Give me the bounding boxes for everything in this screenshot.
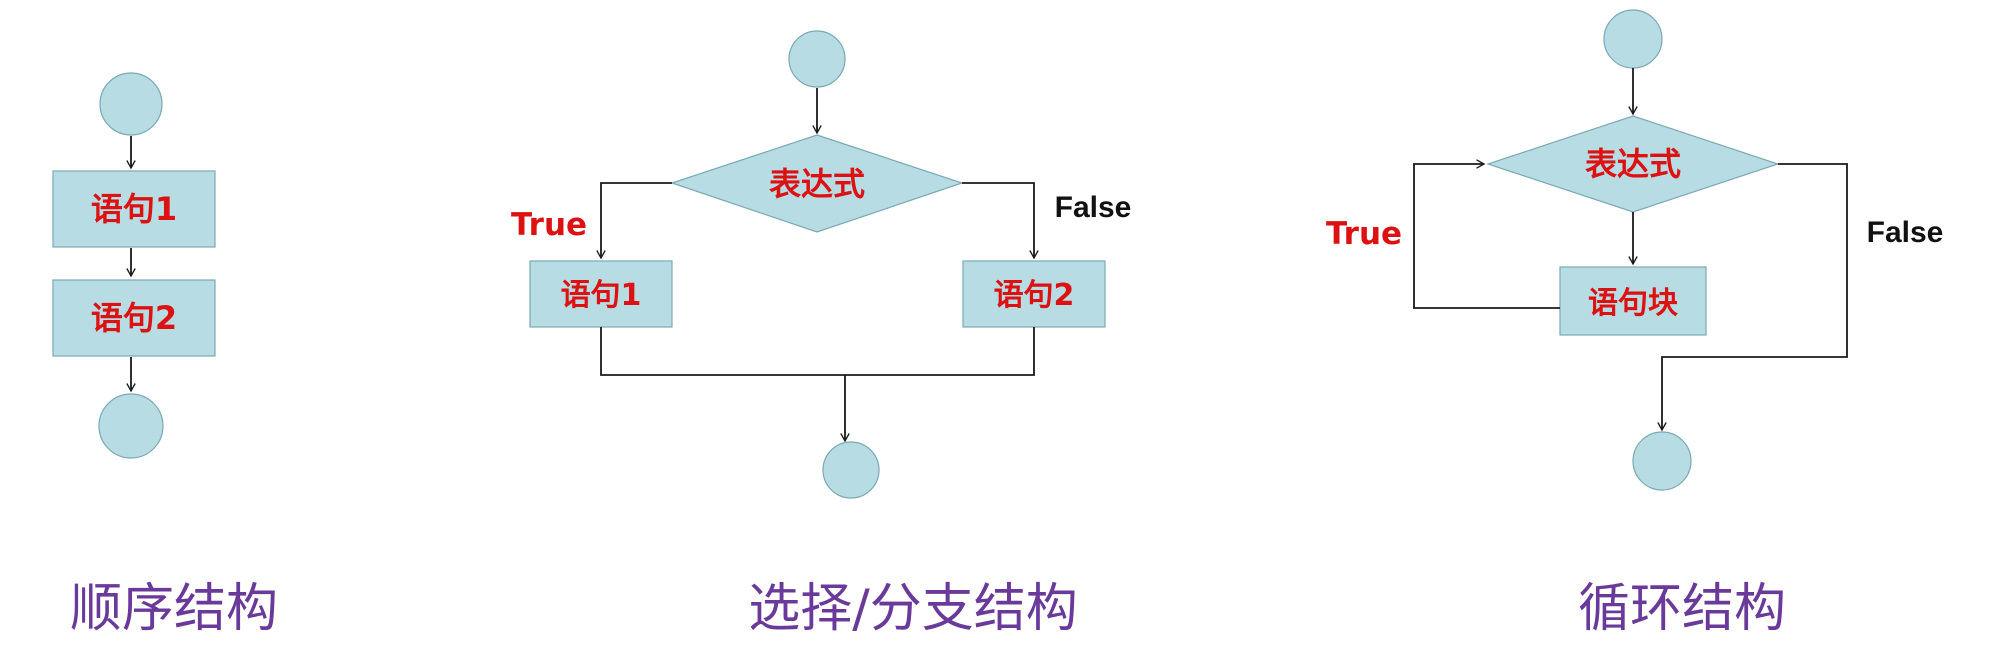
selection-merge-edge-right xyxy=(845,327,1035,376)
selection-caption: 选择/分支结构 xyxy=(748,579,1078,639)
loop-end-node xyxy=(1632,431,1692,491)
selection-true-label: True xyxy=(511,207,587,243)
selection-end-node xyxy=(822,441,880,499)
selection-merge-edge-left xyxy=(600,327,845,376)
selection-statement1-box xyxy=(529,260,673,328)
selection-false-edge xyxy=(962,182,1039,260)
loop-block-label: 语句块 xyxy=(1588,286,1678,321)
loop-false-exit-edge xyxy=(1657,163,1848,432)
loop-start-node xyxy=(1603,9,1663,69)
sequence-end-node xyxy=(98,393,164,459)
selection-true-edge xyxy=(596,182,672,260)
loop-block-box xyxy=(1559,266,1707,336)
selection-false-label: False xyxy=(1055,191,1132,224)
sequence-statement2-label: 语句2 xyxy=(91,299,177,337)
loop-true-back-edge xyxy=(1413,159,1560,309)
selection-diagram: 表达式 True False 语句1 语句2 选择/分支结构 xyxy=(511,30,1132,639)
selection-condition-diamond xyxy=(670,134,964,233)
selection-start-node xyxy=(788,30,846,88)
selection-condition-label: 表达式 xyxy=(769,165,865,203)
loop-diagram: 表达式 语句块 True False 循环结构 xyxy=(1326,9,1944,639)
loop-false-label: False xyxy=(1867,216,1944,249)
sequence-statement2-box xyxy=(52,279,216,357)
selection-statement1-label: 语句1 xyxy=(561,278,642,313)
sequence-statement1-label: 语句1 xyxy=(91,190,177,228)
loop-true-label: True xyxy=(1326,216,1402,252)
selection-statement2-label: 语句2 xyxy=(994,278,1075,313)
loop-condition-label: 表达式 xyxy=(1585,145,1681,183)
sequence-caption: 顺序结构 xyxy=(70,579,278,639)
selection-statement2-box xyxy=(962,260,1106,328)
sequence-start-node xyxy=(99,72,163,136)
loop-caption: 循环结构 xyxy=(1578,579,1786,639)
sequence-statement1-box xyxy=(52,170,216,248)
sequence-diagram: 语句1 语句2 顺序结构 xyxy=(52,72,278,639)
